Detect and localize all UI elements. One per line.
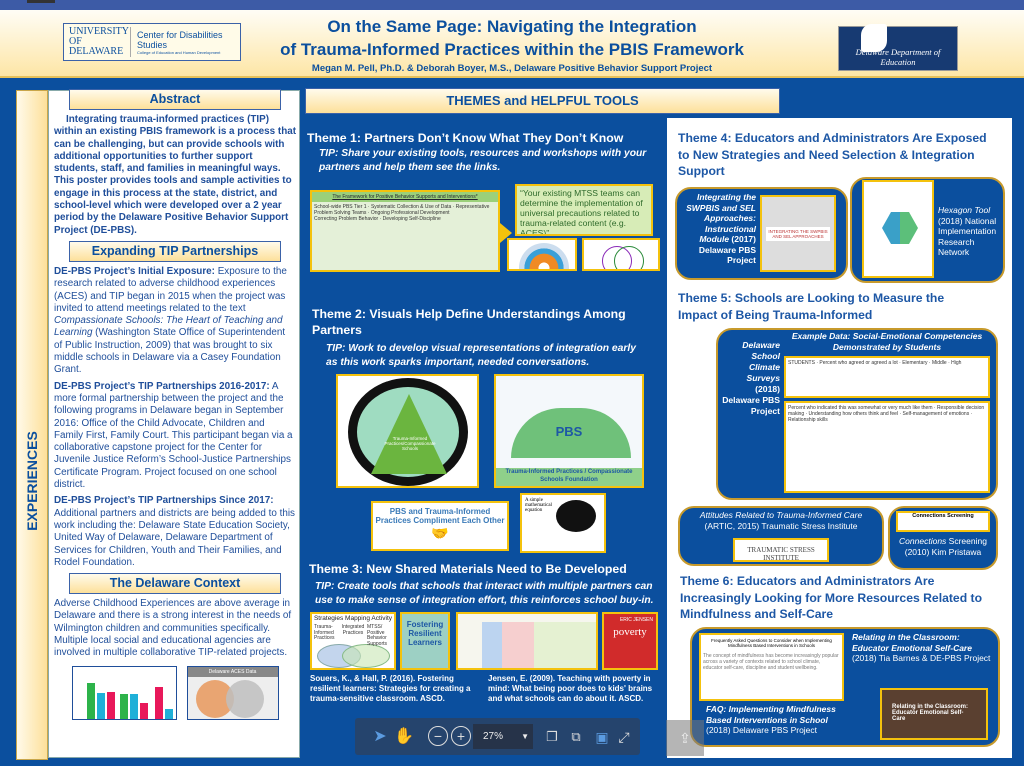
ud-wordmark: UNIVERSITY OF DELAWARE (69, 26, 131, 57)
zoom-out-icon[interactable]: − (428, 726, 448, 746)
poster-title-line1: On the Same Page: Navigating the Integra… (327, 17, 697, 36)
venn-diagram-image (582, 238, 660, 271)
connections-caption: Connections Screening (2010) Kim Pristaw… (899, 536, 987, 557)
fullscreen-icon[interactable]: ⤢ (618, 729, 630, 745)
university-delaware-logo: UNIVERSITY OF DELAWARE Center for Disabi… (63, 23, 241, 61)
survey-table-1: STUDENTS · Percent who agreed or agreed … (784, 356, 990, 398)
umbrella-image: PBS Trauma-Informed Practices / Compassi… (494, 374, 644, 488)
theme4-title: Theme 4: Educators and Administrators Ar… (678, 131, 987, 178)
page-icon[interactable]: ❐ (546, 729, 558, 744)
viewer-top-bar (0, 0, 1024, 10)
mapping-label-trauma: Trauma-Informed Practices (314, 624, 335, 641)
context-heading: The Delaware Context (69, 573, 281, 595)
hexagon-tool-image (862, 180, 934, 278)
theme3-tip: TIP: Create tools that schools that inte… (315, 581, 654, 606)
partnership-item-3: DE-PBS Project’s TIP Partnerships Since … (54, 495, 295, 568)
viewer-tab[interactable] (27, 0, 55, 3)
zoom-dropdown-icon: ▼ (521, 732, 529, 741)
module-caption: Integrating the SWPBIS and SEL Approache… (686, 192, 756, 265)
cds-wordmark: Center for Disabilities Studies (137, 29, 223, 50)
partnerships-heading: Expanding TIP Partnerships (69, 240, 281, 262)
equation-image: A simple mathematical equation (520, 493, 606, 553)
module-image: INTEGRATING THE SWPBIS AND SEL APPROACHE… (760, 195, 836, 272)
viewer-toolbar: ➤ ✋ − + 27%▼ ❐ ⧉ ▣ ⤢ (355, 718, 640, 755)
partnership-item-1: DE-PBS Project’s Initial Exposure: Expos… (54, 265, 287, 376)
handshake-icon: 🤝 (431, 525, 449, 541)
faq-image: Frequently Asked Questions to Consider w… (699, 633, 844, 701)
connections-image: Connections Screening (896, 511, 990, 532)
pointer-icon[interactable]: ➤ (373, 728, 387, 745)
strategies-mapping-image: Strategies Mapping Activity Trauma-Infor… (310, 612, 396, 670)
theme3-title: Theme 3: New Shared Materials Need to Be… (309, 562, 627, 576)
theme6-title: Theme 6: Educators and Administrators Ar… (680, 574, 983, 621)
delaware-doe-logo: Delaware Department of Education (838, 24, 958, 71)
mapping-label-integrated: Integrated Practices (341, 624, 365, 636)
partnership-item-2: DE-PBS Project’s TIP Partnerships 2016-2… (54, 380, 293, 491)
souers-citation: Souers, K., & Hall, P. (2016). Fostering… (310, 674, 471, 703)
experiences-side-label: EXPERIENCES (16, 90, 48, 760)
tsi-logo: TRAUMATIC STRESS INSTITUTE (733, 538, 829, 562)
aces-bar-chart-image (71, 665, 177, 720)
poster-authors: Megan M. Pell, Ph.D. & Deborah Boyer, M.… (311, 63, 713, 74)
example-data-title: Example Data: Social-Emotional Competenc… (791, 331, 983, 352)
mtss-quote: “Your existing MTSS teams can determine … (515, 184, 653, 236)
themes-heading: THEMES and HELPFUL TOOLS (305, 88, 780, 114)
fit-page-icon[interactable]: ▣ (595, 729, 609, 745)
artic-caption: Attitudes Related to Trauma-Informed Car… (699, 510, 863, 531)
relating-caption: Relating in the Classroom: Educator Emot… (852, 632, 991, 663)
compliment-image: PBS and Trauma-Informed Practices Compli… (371, 501, 509, 551)
theme2-tip: TIP: Work to develop visual representati… (326, 343, 636, 368)
mapping-label-mtss: MTSS/ Positive Behavior Supports (367, 624, 388, 647)
zoom-level-select[interactable]: 27%▼ (473, 724, 533, 749)
college-name: College of Education and Human Developme… (137, 49, 221, 55)
upload-icon[interactable]: ⇪ (666, 720, 704, 756)
hexagon-caption: Hexagon Tool (2018) National Implementat… (938, 205, 997, 257)
aces-venn-image: Delaware ACES Data (186, 665, 279, 720)
left-content: Abstract Integrating trauma-informed pra… (54, 89, 296, 720)
survey-table-2: Percent who indicated this was somewhat … (784, 401, 990, 493)
jensen-table-image (456, 612, 598, 670)
poster-title-line2: of Trauma-Informed Practices within the … (280, 40, 744, 59)
magnifier-pyramid-image: Trauma-Informed Practices/Compassionate … (336, 374, 479, 488)
abstract-heading: Abstract (69, 89, 281, 110)
context-text: Adverse Childhood Experiences are above … (54, 598, 292, 659)
relating-video-thumbnail[interactable]: Relating in the Classroom: Educator Emot… (880, 688, 988, 740)
zoom-in-icon[interactable]: + (451, 726, 471, 746)
theme1-tip: TIP: Share your existing tools, resource… (319, 148, 647, 173)
two-page-icon[interactable]: ⧉ (571, 729, 581, 744)
theme2-title: Theme 2: Visuals Help Define Understandi… (312, 307, 626, 337)
left-panel (48, 90, 300, 758)
theme1-title: Theme 1: Partners Don’t Know What They D… (307, 131, 624, 145)
theme5-title: Theme 5: Schools are Looking to Measure … (678, 291, 945, 322)
survey-caption: Delaware School Climate Surveys (2018) D… (722, 340, 780, 416)
hand-icon[interactable]: ✋ (394, 728, 414, 745)
faq-caption: FAQ: Implementing Mindfulness Based Inte… (706, 704, 836, 735)
jensen-citation: Jensen, E. (2009). Teaching with poverty… (488, 674, 653, 703)
abstract-text: Integrating trauma-informed practices (T… (54, 114, 297, 236)
pbis-framework-image: The Framework for Positive Behavior Supp… (310, 190, 500, 272)
bird-book-icon (861, 24, 887, 52)
fostering-book-cover: Fostering Resilient Learners (400, 612, 450, 670)
tiered-circle-image (507, 238, 577, 271)
